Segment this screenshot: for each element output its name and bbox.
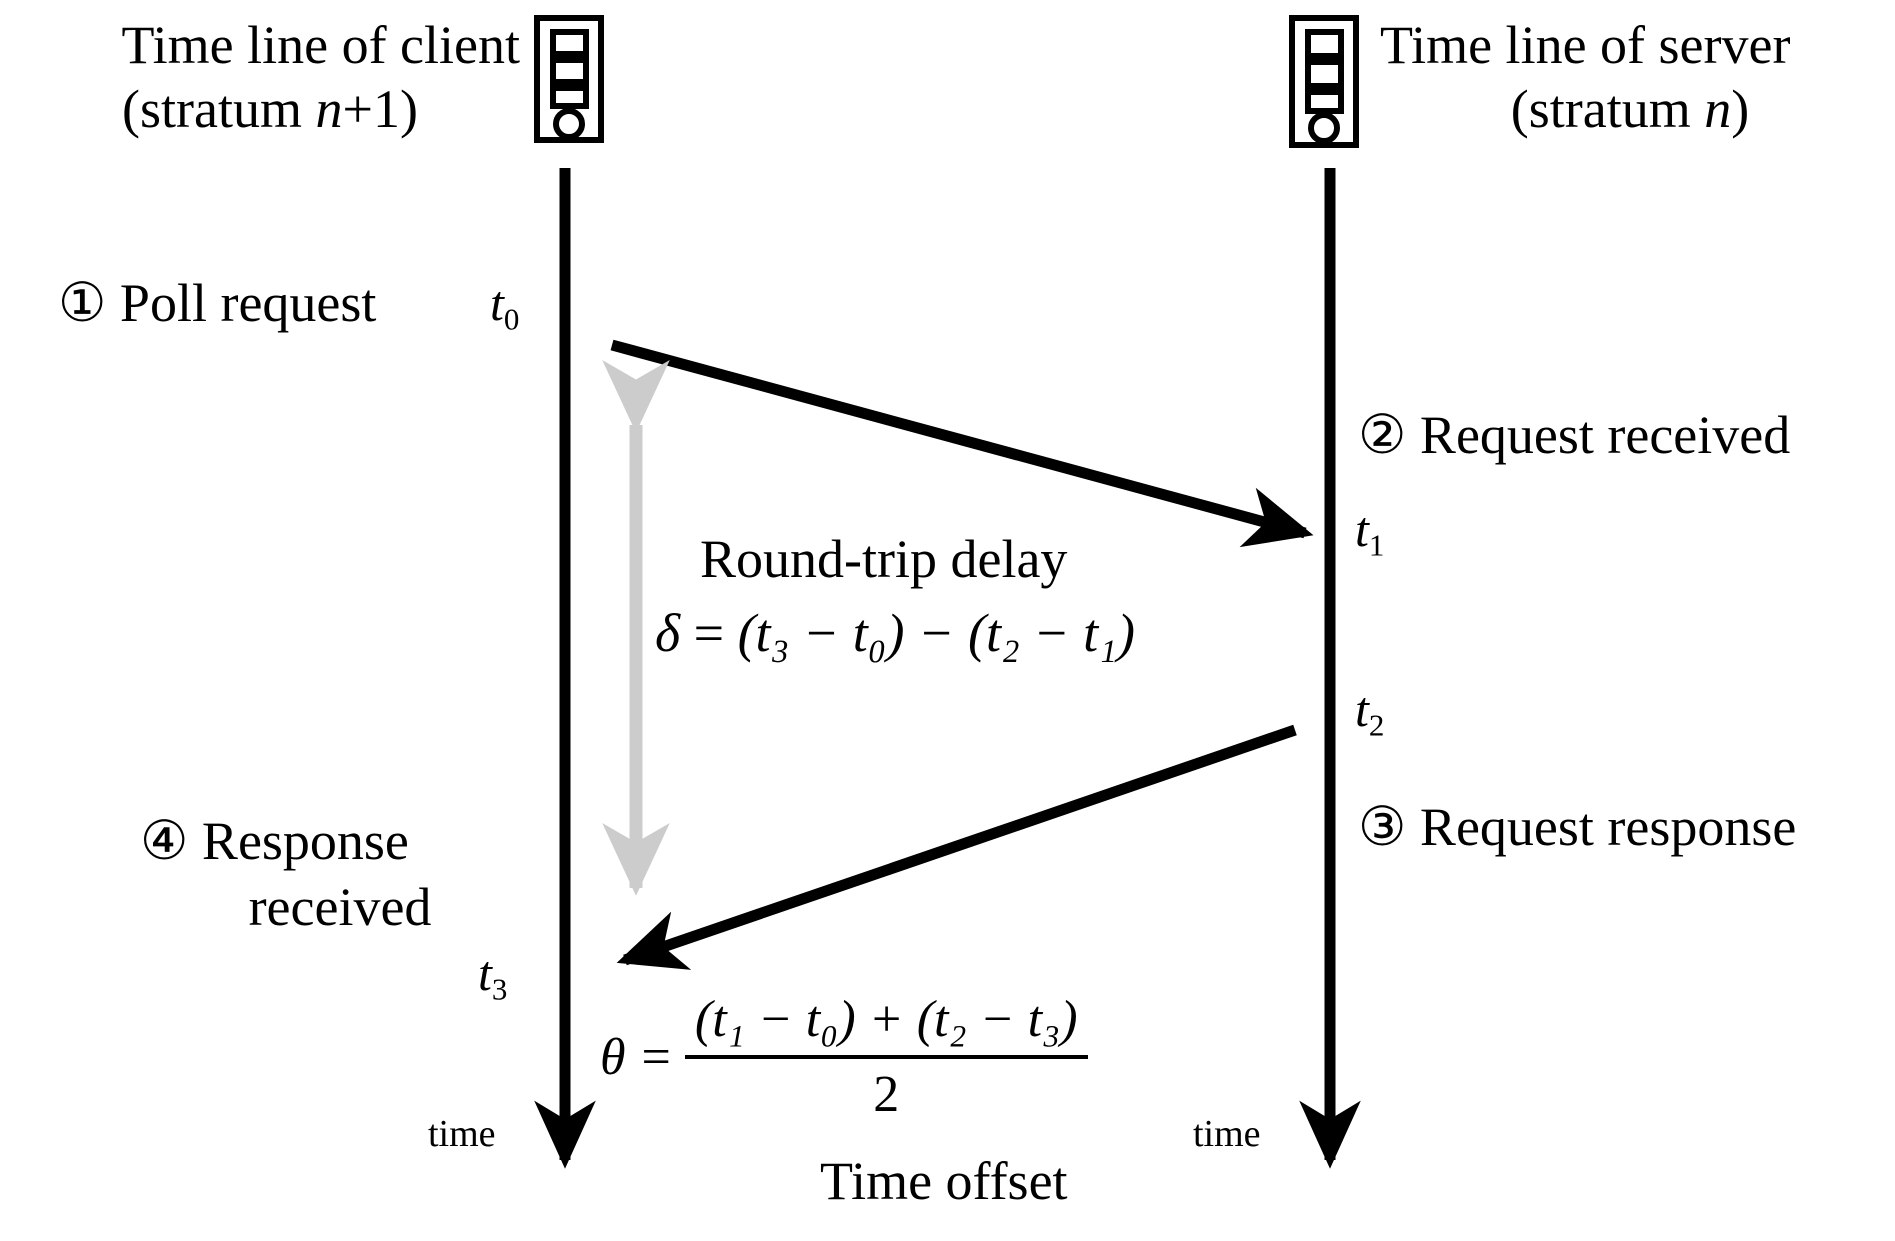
client-stratum-var: n xyxy=(315,79,343,139)
timestamp-t0-subscript: 0 xyxy=(503,301,520,337)
timestamp-t2: t2 xyxy=(1355,680,1384,744)
timestamp-t1-symbol: t xyxy=(1355,501,1369,557)
event-1-poll-request: ① Poll request xyxy=(58,272,376,336)
client-stratum-suffix: +1) xyxy=(342,79,418,139)
poll-request-arrow xyxy=(610,339,1314,548)
server-header-line1: Time line of server xyxy=(1380,15,1791,75)
timestamp-t3-symbol: t xyxy=(478,945,492,1001)
client-header-line1: Time line of client xyxy=(121,15,520,75)
server-header-line2: (stratum n) xyxy=(1380,78,1880,142)
time-offset-caption: Time offset xyxy=(820,1151,1068,1211)
server-stratum-prefix: (stratum xyxy=(1510,79,1705,139)
server-stratum-suffix: ) xyxy=(1731,79,1750,139)
event-3-number: ③ xyxy=(1358,797,1407,857)
time-offset-numerator: (t₁ − t₀) + (t₂ − t₃) xyxy=(694,991,1078,1048)
server-server-icon xyxy=(1289,15,1359,148)
client-server-icon xyxy=(534,15,604,143)
round-trip-delay-formula: δ = (t₃ − t₀) − (t₂ − t₁) xyxy=(655,602,1135,666)
timestamp-t1-subscript: 1 xyxy=(1368,527,1385,563)
fraction-bar xyxy=(684,1055,1088,1059)
event-2-number: ② xyxy=(1358,405,1407,465)
timestamp-t3-subscript: 3 xyxy=(491,971,508,1007)
round-trip-symbol: δ xyxy=(655,603,681,663)
request-response-arrow xyxy=(616,724,1297,970)
event-4-label-line1: Response xyxy=(201,811,409,871)
time-offset-symbol: θ xyxy=(600,1028,626,1086)
event-1-number: ① xyxy=(58,273,107,333)
round-trip-delay-caption: Round-trip delay xyxy=(700,529,1068,589)
server-stratum-var: n xyxy=(1704,79,1732,139)
client-stratum-prefix: (stratum xyxy=(122,79,316,139)
timestamp-t3: t3 xyxy=(478,944,507,1008)
time-offset-formula: θ = (t₁ − t₀) + (t₂ − t₃) 2 xyxy=(600,990,1088,1124)
timestamp-t1: t1 xyxy=(1355,500,1384,564)
timestamp-t0-symbol: t xyxy=(490,275,504,331)
round-trip-expression: (t₃ − t₀) − (t₂ − t₁) xyxy=(737,603,1135,663)
time-offset-equals: = xyxy=(641,1028,671,1086)
event-2-request-received: ② Request received xyxy=(1358,404,1790,468)
event-4-number: ④ xyxy=(140,811,189,871)
client-header-line2: (stratum n+1) xyxy=(20,78,520,142)
client-time-axis-label: time xyxy=(428,1113,496,1155)
event-3-label: Request response xyxy=(1419,797,1797,857)
event-4-response-received-line1: ④ Response xyxy=(140,810,409,874)
event-1-label: Poll request xyxy=(119,273,377,333)
timestamp-t0: t0 xyxy=(490,274,519,338)
time-offset-fraction: (t₁ − t₀) + (t₂ − t₃) 2 xyxy=(684,990,1088,1124)
round-trip-equals: = xyxy=(693,603,725,663)
event-2-label: Request received xyxy=(1419,405,1791,465)
timestamp-t2-symbol: t xyxy=(1355,681,1369,737)
timestamp-t2-subscript: 2 xyxy=(1368,707,1385,743)
server-time-axis-label: time xyxy=(1193,1113,1261,1155)
time-offset-denominator: 2 xyxy=(873,1066,900,1123)
event-4-label-line2: received xyxy=(248,877,432,937)
event-3-request-response: ③ Request response xyxy=(1358,796,1796,860)
